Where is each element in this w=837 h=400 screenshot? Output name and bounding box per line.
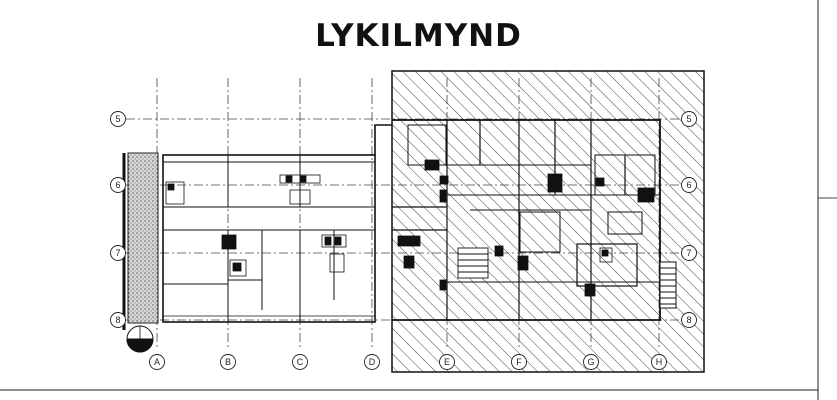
- grid-bubble-b: B: [220, 354, 236, 370]
- retaining-wall: [122, 152, 159, 330]
- hatched-area: [391, 70, 705, 373]
- svg-text:5: 5: [115, 114, 120, 124]
- grid-bubble-g: G: [583, 354, 599, 370]
- fixtures: [165, 159, 655, 297]
- grid-bubble-6-right: 6: [681, 177, 697, 193]
- svg-text:7: 7: [115, 248, 120, 258]
- svg-text:A: A: [154, 357, 160, 367]
- grid-bubble-h: H: [651, 354, 667, 370]
- spiral-stair: [126, 325, 154, 353]
- grid-bubble-f: F: [511, 354, 527, 370]
- svg-text:6: 6: [115, 180, 120, 190]
- svg-text:F: F: [516, 357, 522, 367]
- svg-text:C: C: [297, 357, 304, 367]
- grid-bubble-5-right: 5: [681, 111, 697, 127]
- grid-bubble-7-left: 7: [110, 245, 126, 261]
- building-walls: [162, 119, 661, 323]
- svg-text:5: 5: [686, 114, 691, 124]
- grid-bubble-d: D: [364, 354, 380, 370]
- grid-bubbles: A B C D E F G H 5 6 7 8 5 6 7 8: [110, 111, 697, 370]
- stair-right: [659, 261, 677, 309]
- grid-bubble-7-right: 7: [681, 245, 697, 261]
- grid-bubble-8-right: 8: [681, 312, 697, 328]
- grid-bubble-c: C: [292, 354, 308, 370]
- svg-text:8: 8: [686, 315, 691, 325]
- grid-bubble-e: E: [439, 354, 455, 370]
- svg-text:D: D: [369, 357, 376, 367]
- svg-text:6: 6: [686, 180, 691, 190]
- svg-text:B: B: [225, 357, 231, 367]
- grid-bubble-8-left: 8: [110, 312, 126, 328]
- grid-bubble-6-left: 6: [110, 177, 126, 193]
- drawing-title: LYKILMYND: [315, 18, 522, 54]
- svg-text:8: 8: [115, 315, 120, 325]
- svg-text:7: 7: [686, 248, 691, 258]
- svg-text:G: G: [587, 357, 594, 367]
- grid-bubble-a: A: [149, 354, 165, 370]
- grid-bubble-5-left: 5: [110, 111, 126, 127]
- svg-text:H: H: [656, 357, 663, 367]
- svg-text:E: E: [444, 357, 450, 367]
- stair-center: [457, 247, 489, 279]
